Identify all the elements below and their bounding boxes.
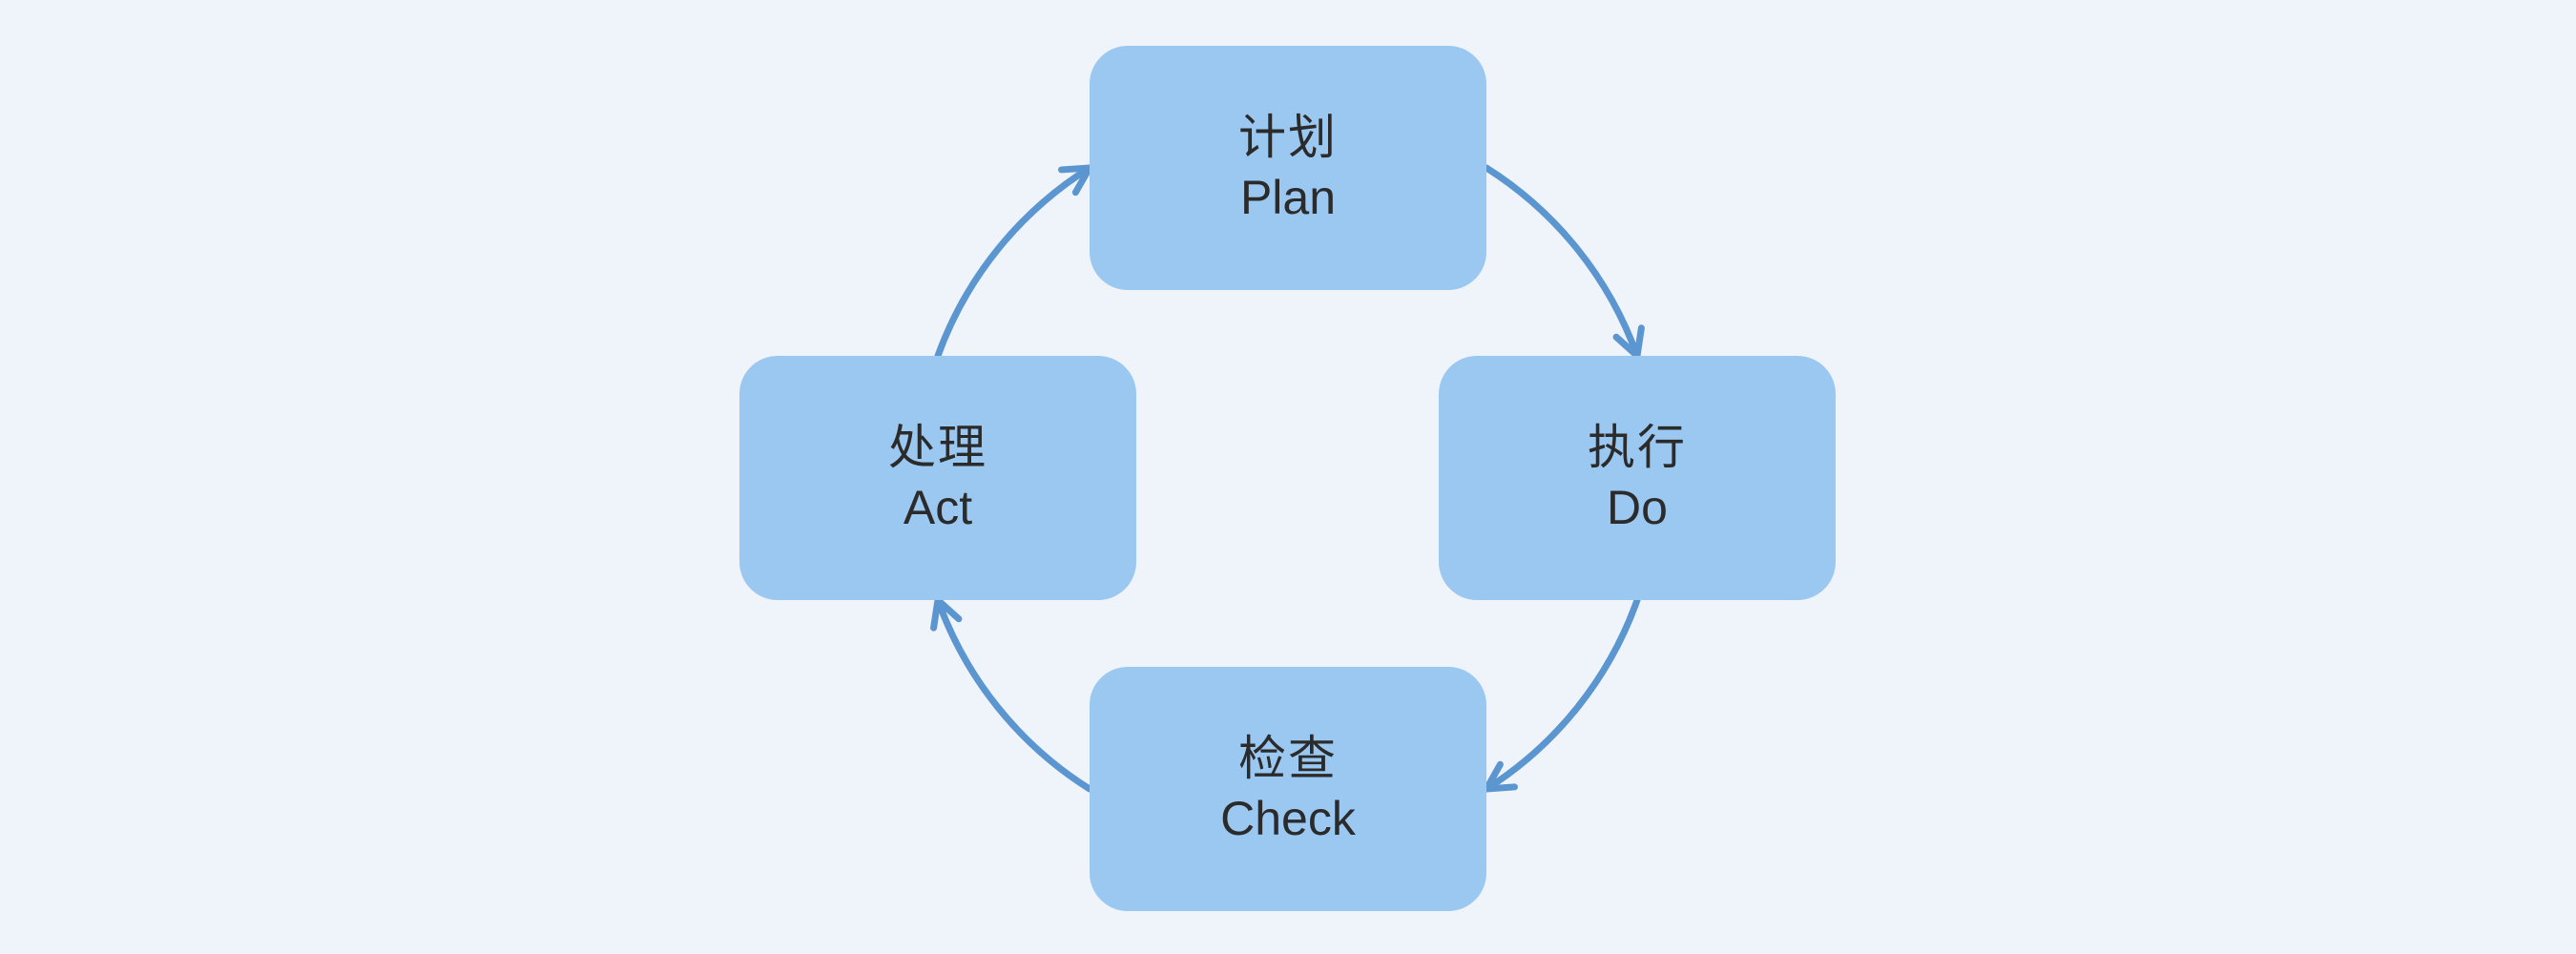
node-check: 检查 Check (1090, 667, 1486, 911)
node-check-label-en: Check (1220, 792, 1356, 845)
arrow-do-to-check (1483, 596, 1641, 793)
node-plan-label-zh: 计划 (1238, 111, 1338, 164)
arrow-check-to-act (930, 596, 1093, 793)
node-act-label-en: Act (903, 481, 973, 534)
node-do-label-en: Do (1607, 481, 1668, 534)
arrow-plan-to-do (1483, 164, 1645, 360)
node-plan: 计划 Plan (1090, 46, 1486, 290)
node-check-label-zh: 检查 (1238, 732, 1338, 785)
node-do: 执行 Do (1439, 356, 1836, 600)
arrow-act-to-plan (934, 164, 1093, 360)
node-do-label-zh: 执行 (1588, 421, 1687, 474)
node-act: 处理 Act (739, 356, 1136, 600)
node-act-label-zh: 处理 (888, 421, 987, 474)
node-plan-label-en: Plan (1239, 171, 1337, 224)
